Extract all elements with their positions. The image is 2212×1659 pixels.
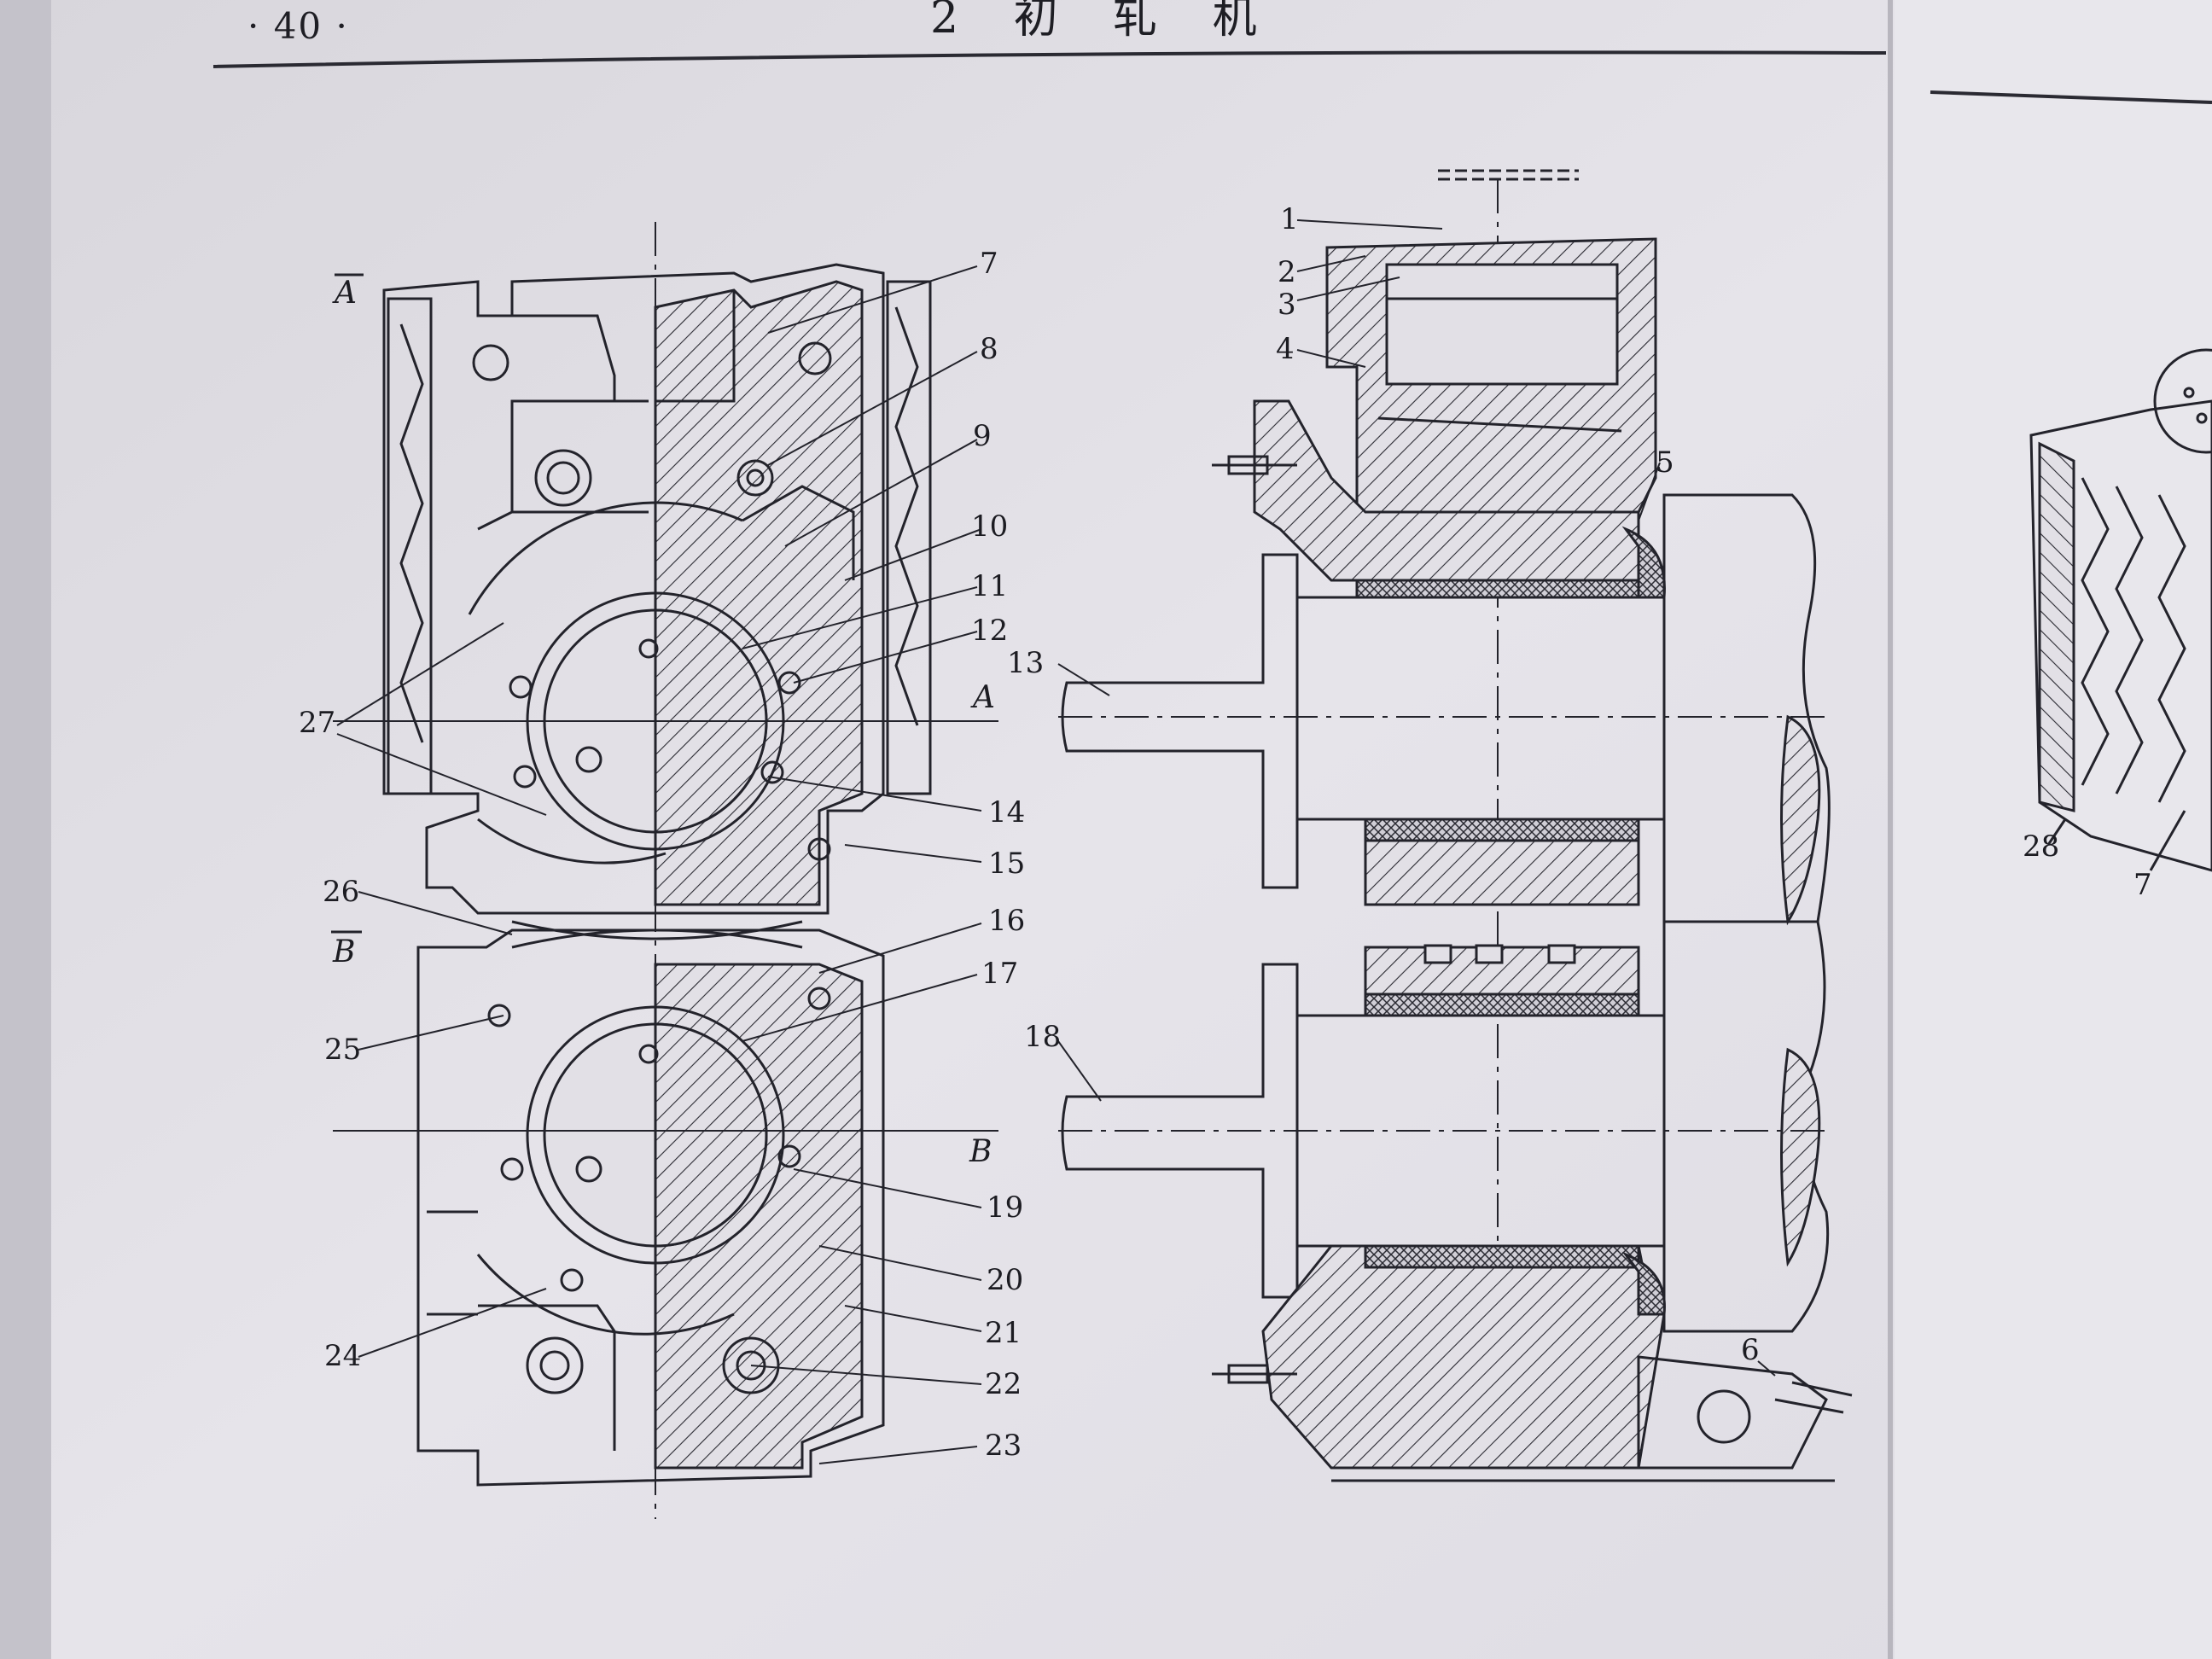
part-label-24: 24 xyxy=(324,1339,362,1373)
part-label-10: 10 xyxy=(971,509,1009,544)
part-label-17: 17 xyxy=(981,957,1019,991)
part-label-21: 21 xyxy=(985,1316,1022,1350)
running-header: 2 初 轧 机 xyxy=(930,0,1278,44)
part-label-25: 25 xyxy=(324,1033,362,1067)
part-label-3: 3 xyxy=(1278,288,1296,322)
part-label-14: 14 xyxy=(988,795,1026,830)
part-label-13: 13 xyxy=(1007,646,1045,680)
section-label-b-axis: B xyxy=(969,1134,992,1169)
part-label-20: 20 xyxy=(987,1263,1024,1297)
part-label-6: 6 xyxy=(1741,1333,1760,1367)
part-label-18: 18 xyxy=(1024,1020,1062,1054)
part-label-7-next-page: 7 xyxy=(2133,868,2152,902)
part-label-15: 15 xyxy=(988,847,1026,881)
section-label-b-mid: B xyxy=(333,934,356,969)
part-label-28: 28 xyxy=(2023,830,2060,864)
part-label-8: 8 xyxy=(980,332,998,366)
section-label-a-axis: A xyxy=(973,680,995,715)
part-label-9: 9 xyxy=(973,419,992,453)
section-label-a-top: A xyxy=(335,276,357,311)
part-label-12: 12 xyxy=(971,614,1009,648)
part-label-1: 1 xyxy=(1280,202,1299,236)
part-label-7: 7 xyxy=(980,247,998,281)
part-label-22: 22 xyxy=(985,1367,1022,1401)
part-label-11: 11 xyxy=(971,569,1009,603)
part-label-4: 4 xyxy=(1276,332,1295,366)
part-label-23: 23 xyxy=(985,1429,1022,1463)
part-label-5: 5 xyxy=(1656,445,1674,480)
part-label-16: 16 xyxy=(988,904,1026,938)
page-number: · 40 · xyxy=(247,5,349,47)
part-label-2: 2 xyxy=(1278,255,1296,289)
part-label-27: 27 xyxy=(299,706,336,740)
part-label-19: 19 xyxy=(987,1190,1024,1225)
part-label-26: 26 xyxy=(323,875,360,909)
